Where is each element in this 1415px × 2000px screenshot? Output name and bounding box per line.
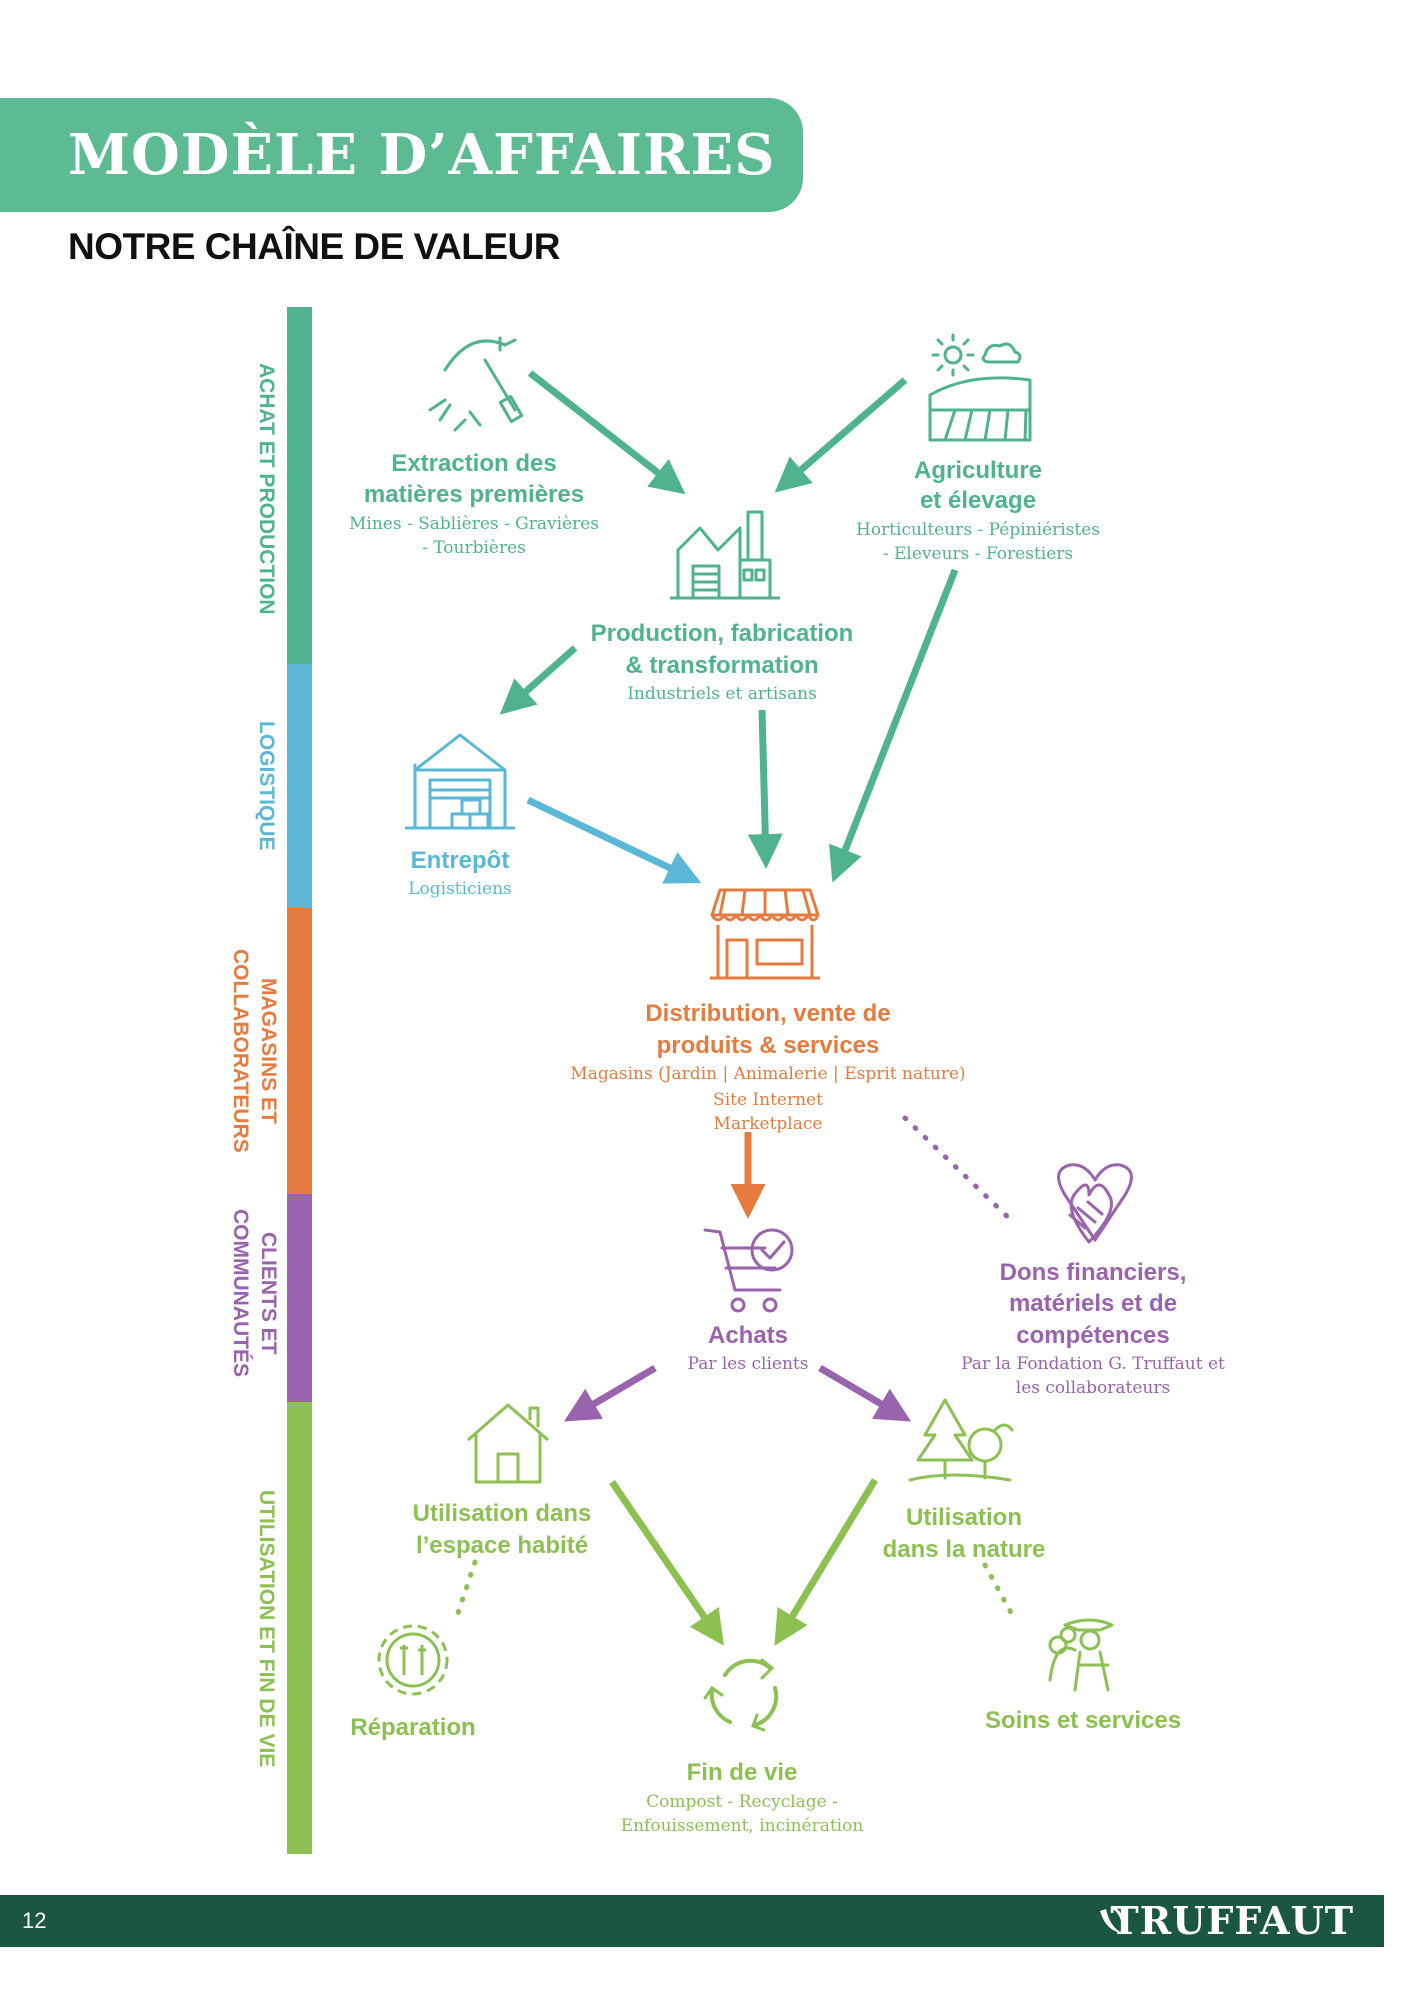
page-number: 12 [22, 1908, 47, 1933]
warehouse-icon [405, 733, 515, 830]
arrow-achats-espace [563, 1364, 657, 1422]
stage-bar-clients [287, 1194, 312, 1402]
handshake-heart-icon [1057, 1163, 1133, 1244]
node-findevie-title-1: Fin de vie [686, 1759, 798, 1786]
node-dons-title-1: Dons financiers, [999, 1259, 1187, 1286]
node-achats-sub-1: Par les clients [687, 1354, 809, 1374]
dotted-nature-soins [982, 1562, 1018, 1623]
stage-label-clients: CLIENTS ET COMMUNAUTÉS [229, 1209, 280, 1377]
gardener-icon [1048, 1618, 1114, 1692]
storefront-icon [710, 888, 820, 980]
node-achats-title-1: Achats [707, 1322, 789, 1349]
stage-label-achat: ACHAT ET PRODUCTION [255, 363, 278, 615]
node-distribution-sub-1: Magasins (Jardin | Animalerie | Esprit n… [570, 1064, 966, 1084]
arrow-agriculture-production [774, 377, 908, 493]
node-dons-title-2: matériels et de [1008, 1290, 1178, 1317]
factory-icon [670, 510, 780, 600]
stage-label-utilisation: UTILISATION ET FIN DE VIE [255, 1490, 278, 1768]
field-icon [928, 333, 1032, 442]
arrow-nature-findevie [774, 1478, 878, 1646]
house-icon [467, 1403, 549, 1484]
trees-icon [908, 1398, 1014, 1482]
stage-bar-magasins [287, 908, 312, 1194]
arrow-achats-nature [818, 1364, 912, 1422]
node-entrepot-sub-1: Logisticiens [408, 879, 512, 899]
page-subtitle: NOTRE CHAÎNE DE VALEUR [68, 226, 560, 267]
node-findevie-sub-2: Enfouissement, incinération [620, 1816, 864, 1836]
node-extraction-sub-2: - Tourbières [422, 538, 526, 558]
node-findevie-sub-1: Compost - Recyclage - [646, 1792, 838, 1812]
node-production-sub-1: Industriels et artisans [627, 684, 817, 704]
node-extraction-title-2: matières premières [363, 481, 585, 508]
stage-bar-logistique [287, 664, 312, 908]
node-extraction-title-1: Extraction des [391, 450, 557, 477]
leaf-logo-icon [1100, 1905, 1125, 1934]
recycle-icon [703, 1658, 779, 1732]
node-agriculture-title-1: Agriculture [913, 457, 1043, 484]
dotted-espace-reparation [452, 1559, 478, 1625]
node-agriculture-sub-1: Horticulteurs - Pépiniéristes [855, 520, 1101, 540]
node-nature-title-2: dans la nature [882, 1536, 1046, 1563]
node-production-title-1: Production, fabrication [590, 620, 854, 647]
node-espace-title-1: Utilisation dans [412, 1500, 592, 1527]
gear-tools-icon [377, 1624, 449, 1696]
node-distribution-sub-2: Site Internet [713, 1090, 823, 1110]
node-entrepot-title-1: Entrepôt [410, 847, 510, 874]
arrow-espace-findevie [609, 1480, 724, 1646]
stage-bar-utilisation [287, 1402, 312, 1854]
brand-logo-text: TRUFFAUT [1110, 1898, 1354, 1943]
arrow-production-distribution [747, 709, 783, 869]
arrow-extraction-production [527, 370, 686, 495]
title-banner: MODÈLE D’AFFAIRES [0, 98, 803, 212]
node-soins-title-1: Soins et services [984, 1707, 1182, 1734]
node-dons-title-3: compétences [1016, 1322, 1170, 1349]
arrow-production-entrepot [499, 645, 578, 715]
node-reparation-title-1: Réparation [350, 1714, 476, 1741]
node-agriculture-title-2: et élevage [919, 487, 1037, 514]
stage-label-magasins: MAGASINS ET COLLABORATEURS [229, 949, 280, 1153]
stage-bar-achat [287, 307, 312, 664]
node-production-title-2: & transformation [625, 652, 819, 679]
page-title: MODÈLE D’AFFAIRES [68, 122, 776, 188]
arrow-entrepot-distribution [526, 796, 702, 884]
node-distribution-title-2: produits & services [656, 1032, 880, 1059]
node-distribution-sub-3: Marketplace [713, 1114, 823, 1134]
node-espace-title-2: l’espace habité [415, 1532, 589, 1559]
cart-icon [703, 1228, 794, 1313]
node-dons-sub-2: les collaborateurs [1015, 1378, 1171, 1398]
node-distribution-title-1: Distribution, vente de [645, 1000, 891, 1027]
stage-label-logistique: LOGISTIQUE [255, 721, 278, 851]
pickaxe-icon [428, 336, 524, 432]
node-agriculture-sub-2: - Eleveurs - Forestiers [882, 544, 1074, 564]
footer-bar: 12 TRUFFAUT [0, 1895, 1384, 1947]
node-nature-title-1: Utilisation [905, 1504, 1023, 1531]
arrow-agriculture-distribution [828, 568, 959, 883]
dotted-distribution-dons [902, 1115, 1018, 1227]
node-dons-sub-1: Par la Fondation G. Truffaut et [961, 1354, 1225, 1374]
node-extraction-sub-1: Mines - Sablières - Gravières [348, 514, 600, 534]
